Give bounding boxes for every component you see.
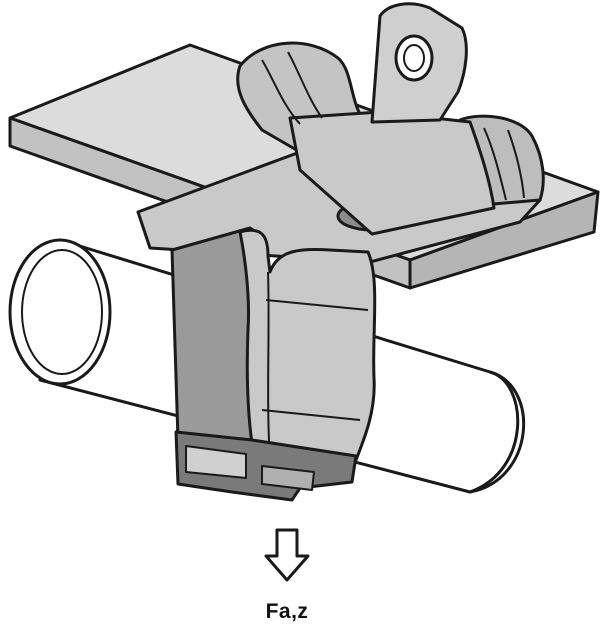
clamp-band-front: [238, 228, 377, 472]
lug-hole-rim: [403, 44, 425, 72]
pipe-far-end: [469, 370, 520, 494]
saddle-rib-3: [483, 127, 507, 201]
pipe-end-inner: [21, 249, 103, 375]
load-label: Fa,z: [265, 600, 309, 623]
saddle-body: [288, 110, 496, 236]
closure-tab: [185, 445, 247, 479]
clamp-band-rib-1: [265, 299, 369, 311]
down-arrow-icon: [264, 528, 310, 582]
clamp-saddle: [236, 41, 545, 236]
clamp-band-rib-2: [261, 409, 361, 421]
clamp-closure: [174, 430, 358, 502]
saddle-rib-1: [261, 59, 301, 125]
closure-screw: [261, 465, 315, 491]
lug: [370, 2, 468, 124]
saddle-rib-4: [507, 129, 525, 199]
mounting-plate-side: [408, 190, 600, 290]
load-arrow: [264, 528, 310, 582]
clamp-band: [170, 226, 377, 472]
saddle-rib-2: [287, 51, 323, 119]
clamp-band-edge: [267, 271, 271, 461]
